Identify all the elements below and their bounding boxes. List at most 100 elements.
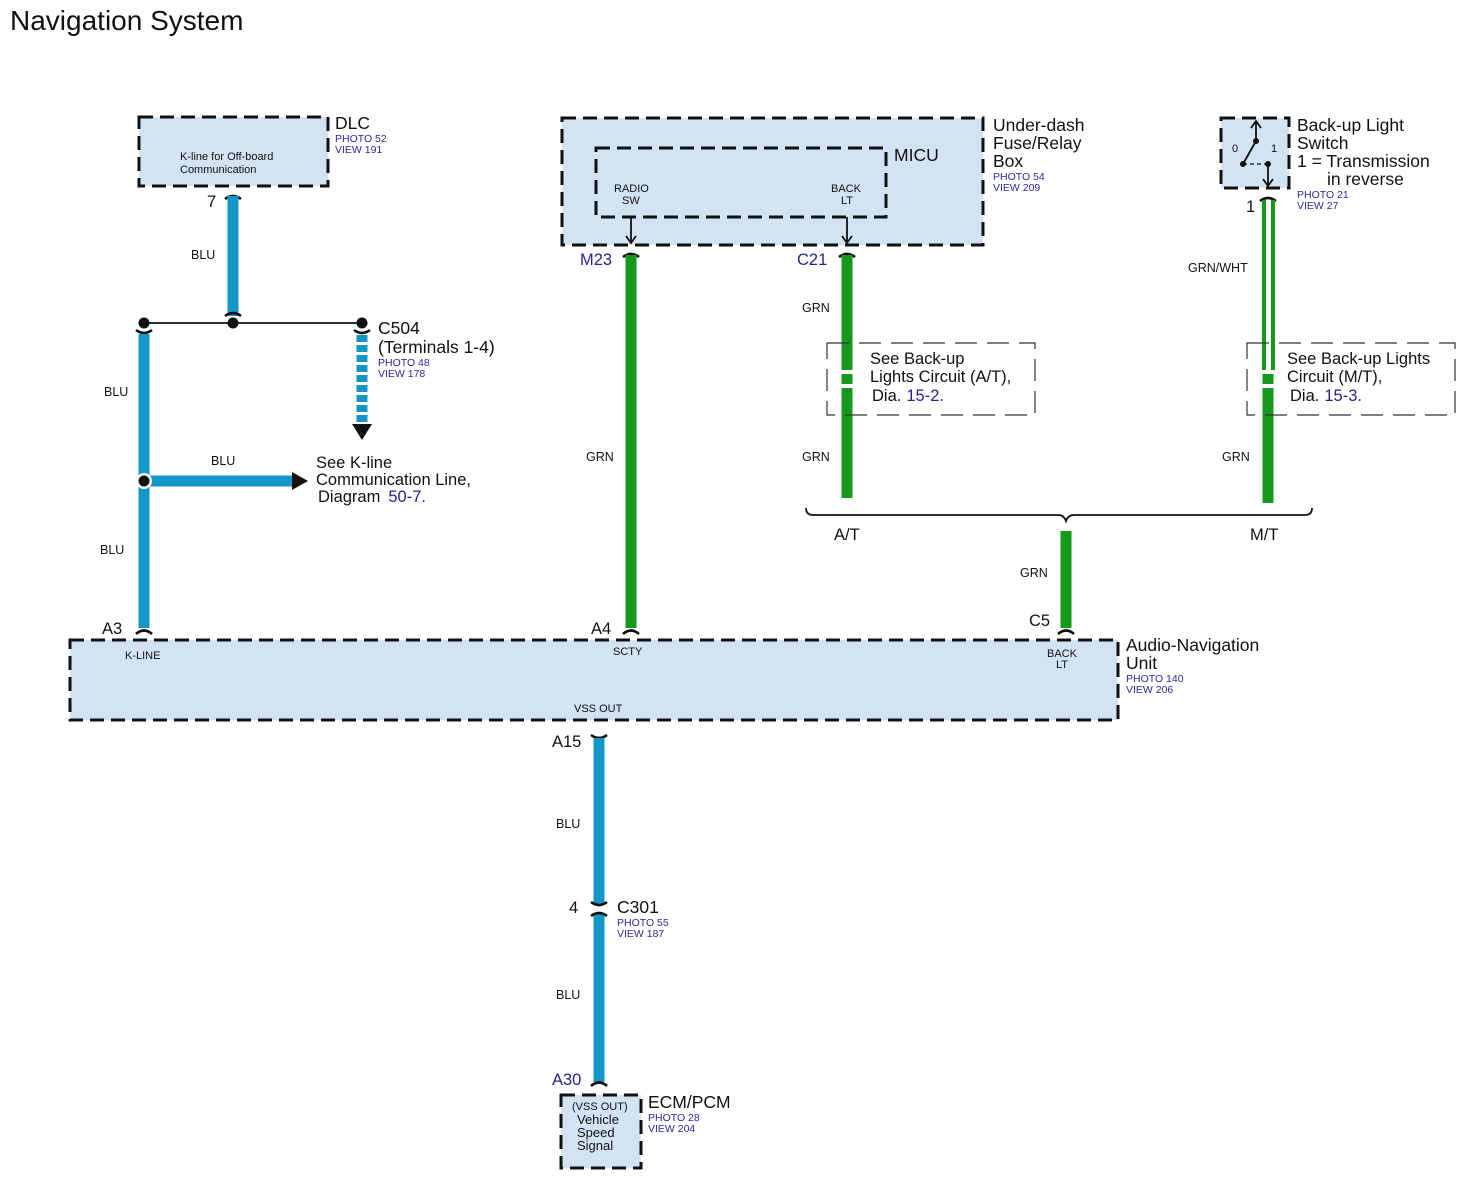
mt-ref-line3: Dia. 15-3. bbox=[1290, 387, 1362, 405]
pin-a4: A4 bbox=[591, 620, 611, 638]
wire-label-mt-upper: GRN/WHT bbox=[1188, 261, 1248, 275]
kline-ref-line2: Communication Line, bbox=[316, 471, 471, 489]
wire-label-merged: GRN bbox=[1020, 566, 1048, 580]
kline-ref-prefix: Diagram bbox=[318, 488, 380, 506]
dlc-pin: 7 bbox=[207, 193, 216, 211]
micu-name: MICU bbox=[894, 145, 939, 165]
switch-blade-icon bbox=[1242, 140, 1257, 165]
backup-light-switch-component: 0 1 Back-up Light Switch 1 = Transmissio… bbox=[1219, 115, 1430, 216]
wire-label-at-upper: GRN bbox=[802, 301, 830, 315]
pin-c5: C5 bbox=[1029, 612, 1050, 630]
a15-connector-icon bbox=[590, 733, 608, 740]
ecm-photo-ref[interactable]: PHOTO 28 bbox=[648, 1112, 700, 1124]
backup-switch-photo-ref[interactable]: PHOTO 21 bbox=[1297, 189, 1349, 201]
c301-photo-ref[interactable]: PHOTO 55 bbox=[617, 917, 669, 929]
mt-ref-line2: Circuit (M/T), bbox=[1287, 368, 1382, 386]
mt-diagram-link[interactable]: 15-3 bbox=[1324, 387, 1357, 405]
pin-m23: M23 bbox=[580, 251, 612, 269]
radio-sw-label-1: RADIO bbox=[614, 183, 649, 195]
m23-connector-icon bbox=[622, 252, 640, 259]
backup-switch-name-2: Switch bbox=[1297, 133, 1349, 153]
a4-connector-icon bbox=[622, 629, 640, 636]
c504-photo-ref[interactable]: PHOTO 48 bbox=[378, 357, 430, 369]
c301-pin: 4 bbox=[569, 899, 578, 917]
fuse-relay-box-component: MICU RADIO SW BACK LT Under-dash Fuse/Re… bbox=[560, 115, 1084, 269]
at-ref-line3: Dia.15-2. bbox=[872, 387, 944, 405]
kline-ref-suffix: . bbox=[421, 488, 426, 506]
nav-back-lt-label-2: LT bbox=[1056, 659, 1068, 671]
backup-switch-pin: 1 bbox=[1246, 198, 1255, 216]
mt-reference-box bbox=[1246, 342, 1456, 416]
splice-point-right bbox=[356, 317, 368, 329]
micu-back-lt-label-2: LT bbox=[841, 195, 853, 207]
audio-nav-photo-ref[interactable]: PHOTO 140 bbox=[1126, 673, 1184, 685]
c504-name: C504 bbox=[378, 318, 420, 338]
c5-connector-icon bbox=[1057, 629, 1075, 636]
dlc-desc-2: Communication bbox=[180, 164, 256, 176]
backup-switch-note-1: 1 = Transmission bbox=[1297, 151, 1430, 171]
mt-reference: See Back-up Lights Circuit (M/T), Dia.15… bbox=[1246, 342, 1456, 416]
audio-nav-box bbox=[68, 638, 1120, 722]
at-ref-line2: Lights Circuit (A/T), bbox=[870, 368, 1011, 386]
at-reference: See Back-up Lights Circuit (A/T), Dia.15… bbox=[826, 342, 1036, 416]
splice-point-left bbox=[138, 317, 150, 329]
pin-c21: C21 bbox=[797, 251, 827, 269]
kline-terminal-label: K-LINE bbox=[125, 650, 160, 662]
dlc-view-ref[interactable]: VIEW 191 bbox=[335, 144, 382, 156]
micu-outline bbox=[594, 146, 888, 219]
micu-back-lt-label-1: BACK bbox=[831, 183, 862, 195]
c21-connector-icon bbox=[838, 252, 856, 259]
at-diagram-link[interactable]: 15-2 bbox=[906, 387, 939, 405]
back-lt-arrow-icon bbox=[841, 235, 853, 245]
c301-view-ref[interactable]: VIEW 187 bbox=[617, 928, 664, 940]
kline-diagram-link[interactable]: 50-7 bbox=[388, 488, 421, 506]
ecm-name: ECM/PCM bbox=[648, 1092, 731, 1112]
variant-mt-label: M/T bbox=[1250, 526, 1278, 544]
a3-connector-icon bbox=[135, 629, 153, 636]
at-reference-box bbox=[826, 342, 1036, 416]
switch-bottom-arrow-icon bbox=[1262, 178, 1274, 188]
ecm-view-ref[interactable]: VIEW 204 bbox=[648, 1123, 695, 1135]
wire-label-kline-branch: BLU bbox=[211, 454, 235, 468]
ecm-desc-4: Signal bbox=[577, 1138, 613, 1153]
dlc-box bbox=[137, 115, 330, 188]
ecm-box bbox=[559, 1093, 643, 1170]
audio-nav-name-2: Unit bbox=[1126, 653, 1157, 673]
wire-label-kline-lower: BLU bbox=[100, 543, 124, 557]
kline-splice-point bbox=[138, 475, 150, 487]
a30-connector-icon bbox=[590, 1081, 608, 1088]
variant-at-label: A/T bbox=[834, 526, 860, 544]
c301-connector-top-icon bbox=[590, 900, 608, 907]
kline-arrow-icon bbox=[292, 472, 308, 490]
backup-switch-view-ref[interactable]: VIEW 27 bbox=[1297, 200, 1339, 212]
audio-nav-view-ref[interactable]: VIEW 206 bbox=[1126, 684, 1173, 696]
variant-brace bbox=[805, 507, 1313, 524]
mt-ref-suffix: . bbox=[1357, 387, 1362, 405]
c504-terminals: (Terminals 1-4) bbox=[378, 337, 495, 357]
fuse-box-photo-ref[interactable]: PHOTO 54 bbox=[993, 171, 1045, 183]
c301-connector-bottom-icon bbox=[590, 911, 608, 918]
vss-out-terminal-label: VSS OUT bbox=[574, 703, 623, 715]
scty-terminal-label: SCTY bbox=[613, 646, 643, 658]
splice-point-center bbox=[227, 317, 239, 329]
wire-label-scty: GRN bbox=[586, 450, 614, 464]
splice-left-connector-icon bbox=[135, 328, 153, 335]
pin-a3: A3 bbox=[102, 620, 122, 638]
ecm-desc-2: Vehicle bbox=[577, 1112, 619, 1127]
switch-pos-0: 0 bbox=[1232, 143, 1238, 155]
radio-sw-arrow-icon bbox=[625, 235, 637, 245]
splice-right-connector-icon bbox=[353, 328, 371, 335]
switch-top-arrow-icon bbox=[1250, 119, 1262, 129]
kline-ref-line3: Diagram 50-7. bbox=[318, 488, 426, 506]
c504-view-ref[interactable]: VIEW 178 bbox=[378, 368, 425, 380]
pin-a30: A30 bbox=[552, 1071, 581, 1089]
dlc-photo-ref[interactable]: PHOTO 52 bbox=[335, 133, 387, 145]
dlc-desc-1: K-line for Off-board bbox=[180, 151, 273, 163]
dlc-name: DLC bbox=[335, 113, 370, 133]
at-ref-prefix: Dia. bbox=[872, 387, 901, 405]
mt-ref-prefix: Dia. bbox=[1290, 387, 1319, 405]
fuse-box-view-ref[interactable]: VIEW 209 bbox=[993, 182, 1040, 194]
ecm-desc-3: Speed bbox=[577, 1125, 615, 1140]
